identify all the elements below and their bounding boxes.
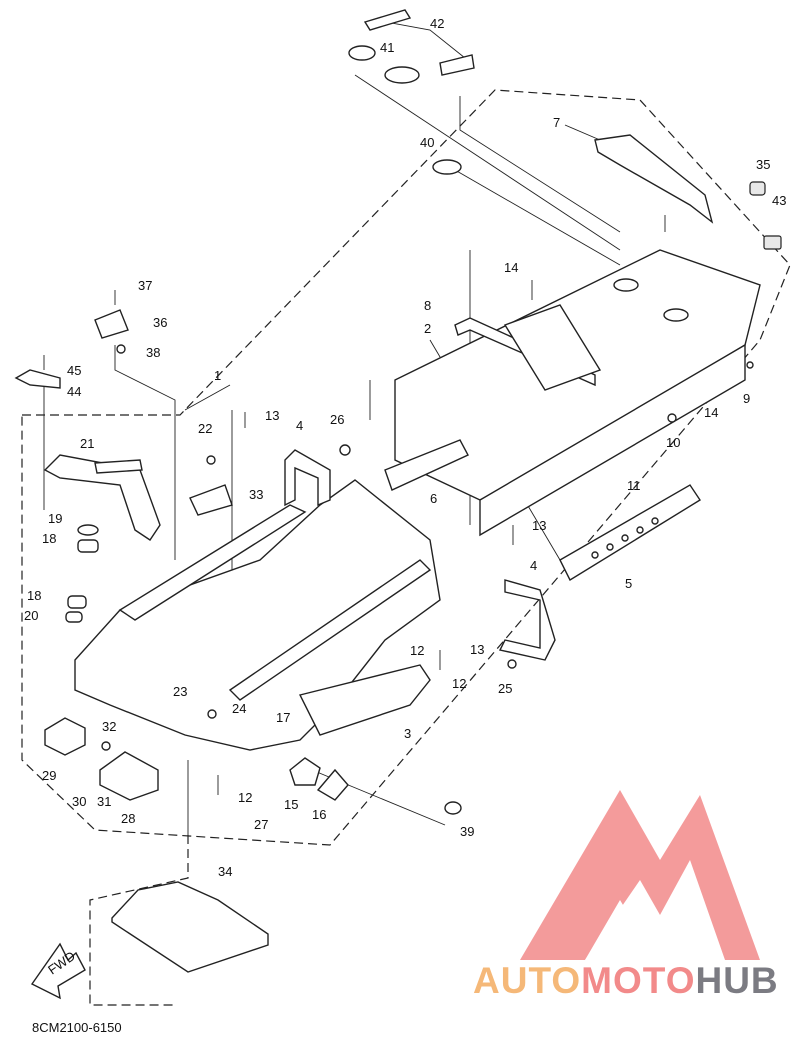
watermark-logo [520, 790, 760, 960]
part-33-bracket [189, 484, 233, 516]
callout-12b: 12 [452, 676, 466, 691]
callout-35: 35 [756, 157, 770, 172]
fwd-arrow-icon: FWD [30, 942, 86, 1000]
callout-4a: 4 [296, 418, 303, 433]
part-40-pad [432, 159, 462, 175]
callout-41: 41 [380, 40, 394, 55]
part-21-front-bar [43, 454, 161, 541]
callout-34: 34 [218, 864, 232, 879]
part-5-side-bar [559, 484, 701, 581]
callout-2: 2 [424, 321, 431, 336]
callout-6: 6 [430, 491, 437, 506]
callout-14b: 14 [704, 405, 718, 420]
deck-hole-2 [663, 308, 689, 322]
frame-tube-left [118, 504, 307, 621]
callout-26: 26 [330, 412, 344, 427]
callout-31: 31 [97, 794, 111, 809]
callout-14a: 14 [504, 260, 518, 275]
callout-33: 33 [249, 487, 263, 502]
callout-32: 32 [102, 719, 116, 734]
callout-12c: 12 [238, 790, 252, 805]
callout-37: 37 [138, 278, 152, 293]
part-21-grip [94, 459, 143, 474]
callout-38: 38 [146, 345, 160, 360]
callout-4b: 4 [530, 558, 537, 573]
callout-16: 16 [312, 807, 326, 822]
seat-rail-plate [503, 304, 602, 391]
callout-9: 9 [743, 391, 750, 406]
callout-15: 15 [284, 797, 298, 812]
callout-13b: 13 [532, 518, 546, 533]
callout-18b: 18 [27, 588, 41, 603]
callout-23: 23 [173, 684, 187, 699]
callout-22: 22 [198, 421, 212, 436]
callout-21: 21 [80, 436, 94, 451]
callout-44: 44 [67, 384, 81, 399]
side-bar-holes [591, 517, 659, 559]
callout-42: 42 [430, 16, 444, 31]
callout-19: 19 [48, 511, 62, 526]
part-28-mount [99, 751, 159, 801]
frame-tube-right [228, 559, 432, 701]
part-4-handle-upper [284, 449, 331, 507]
part-15-bracket [289, 757, 321, 786]
part-6-bracket [384, 439, 469, 491]
callout-13c: 13 [470, 642, 484, 657]
part-42-rubber-strips [363, 9, 475, 76]
callout-45: 45 [67, 363, 81, 378]
part-4-handle-lower [498, 579, 556, 661]
callout-43: 43 [772, 193, 786, 208]
watermark-text: AUTOMOTOHUB [473, 960, 779, 1002]
callout-36: 36 [153, 315, 167, 330]
part-16-bracket [316, 768, 349, 801]
callout-7: 7 [553, 115, 560, 130]
callout-29: 29 [42, 768, 56, 783]
group-outline-main [21, 89, 791, 846]
part-39-cap [444, 801, 462, 815]
callout-20: 20 [24, 608, 38, 623]
part-36-bracket [94, 309, 129, 339]
callout-5: 5 [625, 576, 632, 591]
part-41-pads [348, 45, 420, 84]
callout-13a: 13 [265, 408, 279, 423]
callout-28: 28 [121, 811, 135, 826]
callout-18a: 18 [42, 531, 56, 546]
bushings-18-19-20 [65, 524, 99, 623]
group-outline-mat [89, 835, 189, 1006]
callout-labels: 1 2 3 4 4 5 6 7 8 9 10 11 12 12 12 13 13… [24, 16, 786, 879]
callout-1: 1 [214, 368, 221, 383]
watermark-moto: MOTO [581, 960, 696, 1001]
watermark-hub: HUB [695, 960, 779, 1001]
part-43-pad [763, 235, 782, 250]
part-7-bracket [594, 134, 714, 224]
part-3-skid-plate [298, 664, 431, 736]
callout-10: 10 [666, 435, 680, 450]
deck-side-wall [479, 343, 746, 537]
part-34-mat [111, 881, 269, 973]
callout-8: 8 [424, 298, 431, 313]
callout-40: 40 [420, 135, 434, 150]
callout-3: 3 [404, 726, 411, 741]
callout-17: 17 [276, 710, 290, 725]
callout-30: 30 [72, 794, 86, 809]
callout-25: 25 [498, 681, 512, 696]
part-35-pad [749, 181, 766, 196]
callout-11: 11 [627, 478, 641, 493]
callout-24: 24 [232, 701, 246, 716]
part-44-clamp [14, 369, 61, 389]
part-29-mount [44, 717, 86, 756]
callout-12a: 12 [410, 643, 424, 658]
part-code-label: 8CM2100-6150 [32, 1020, 122, 1035]
deck-hole-1 [613, 278, 639, 292]
callout-39: 39 [460, 824, 474, 839]
fastener-bolts [43, 215, 754, 795]
callout-27: 27 [254, 817, 268, 832]
watermark-auto: AUTO [473, 960, 582, 1001]
